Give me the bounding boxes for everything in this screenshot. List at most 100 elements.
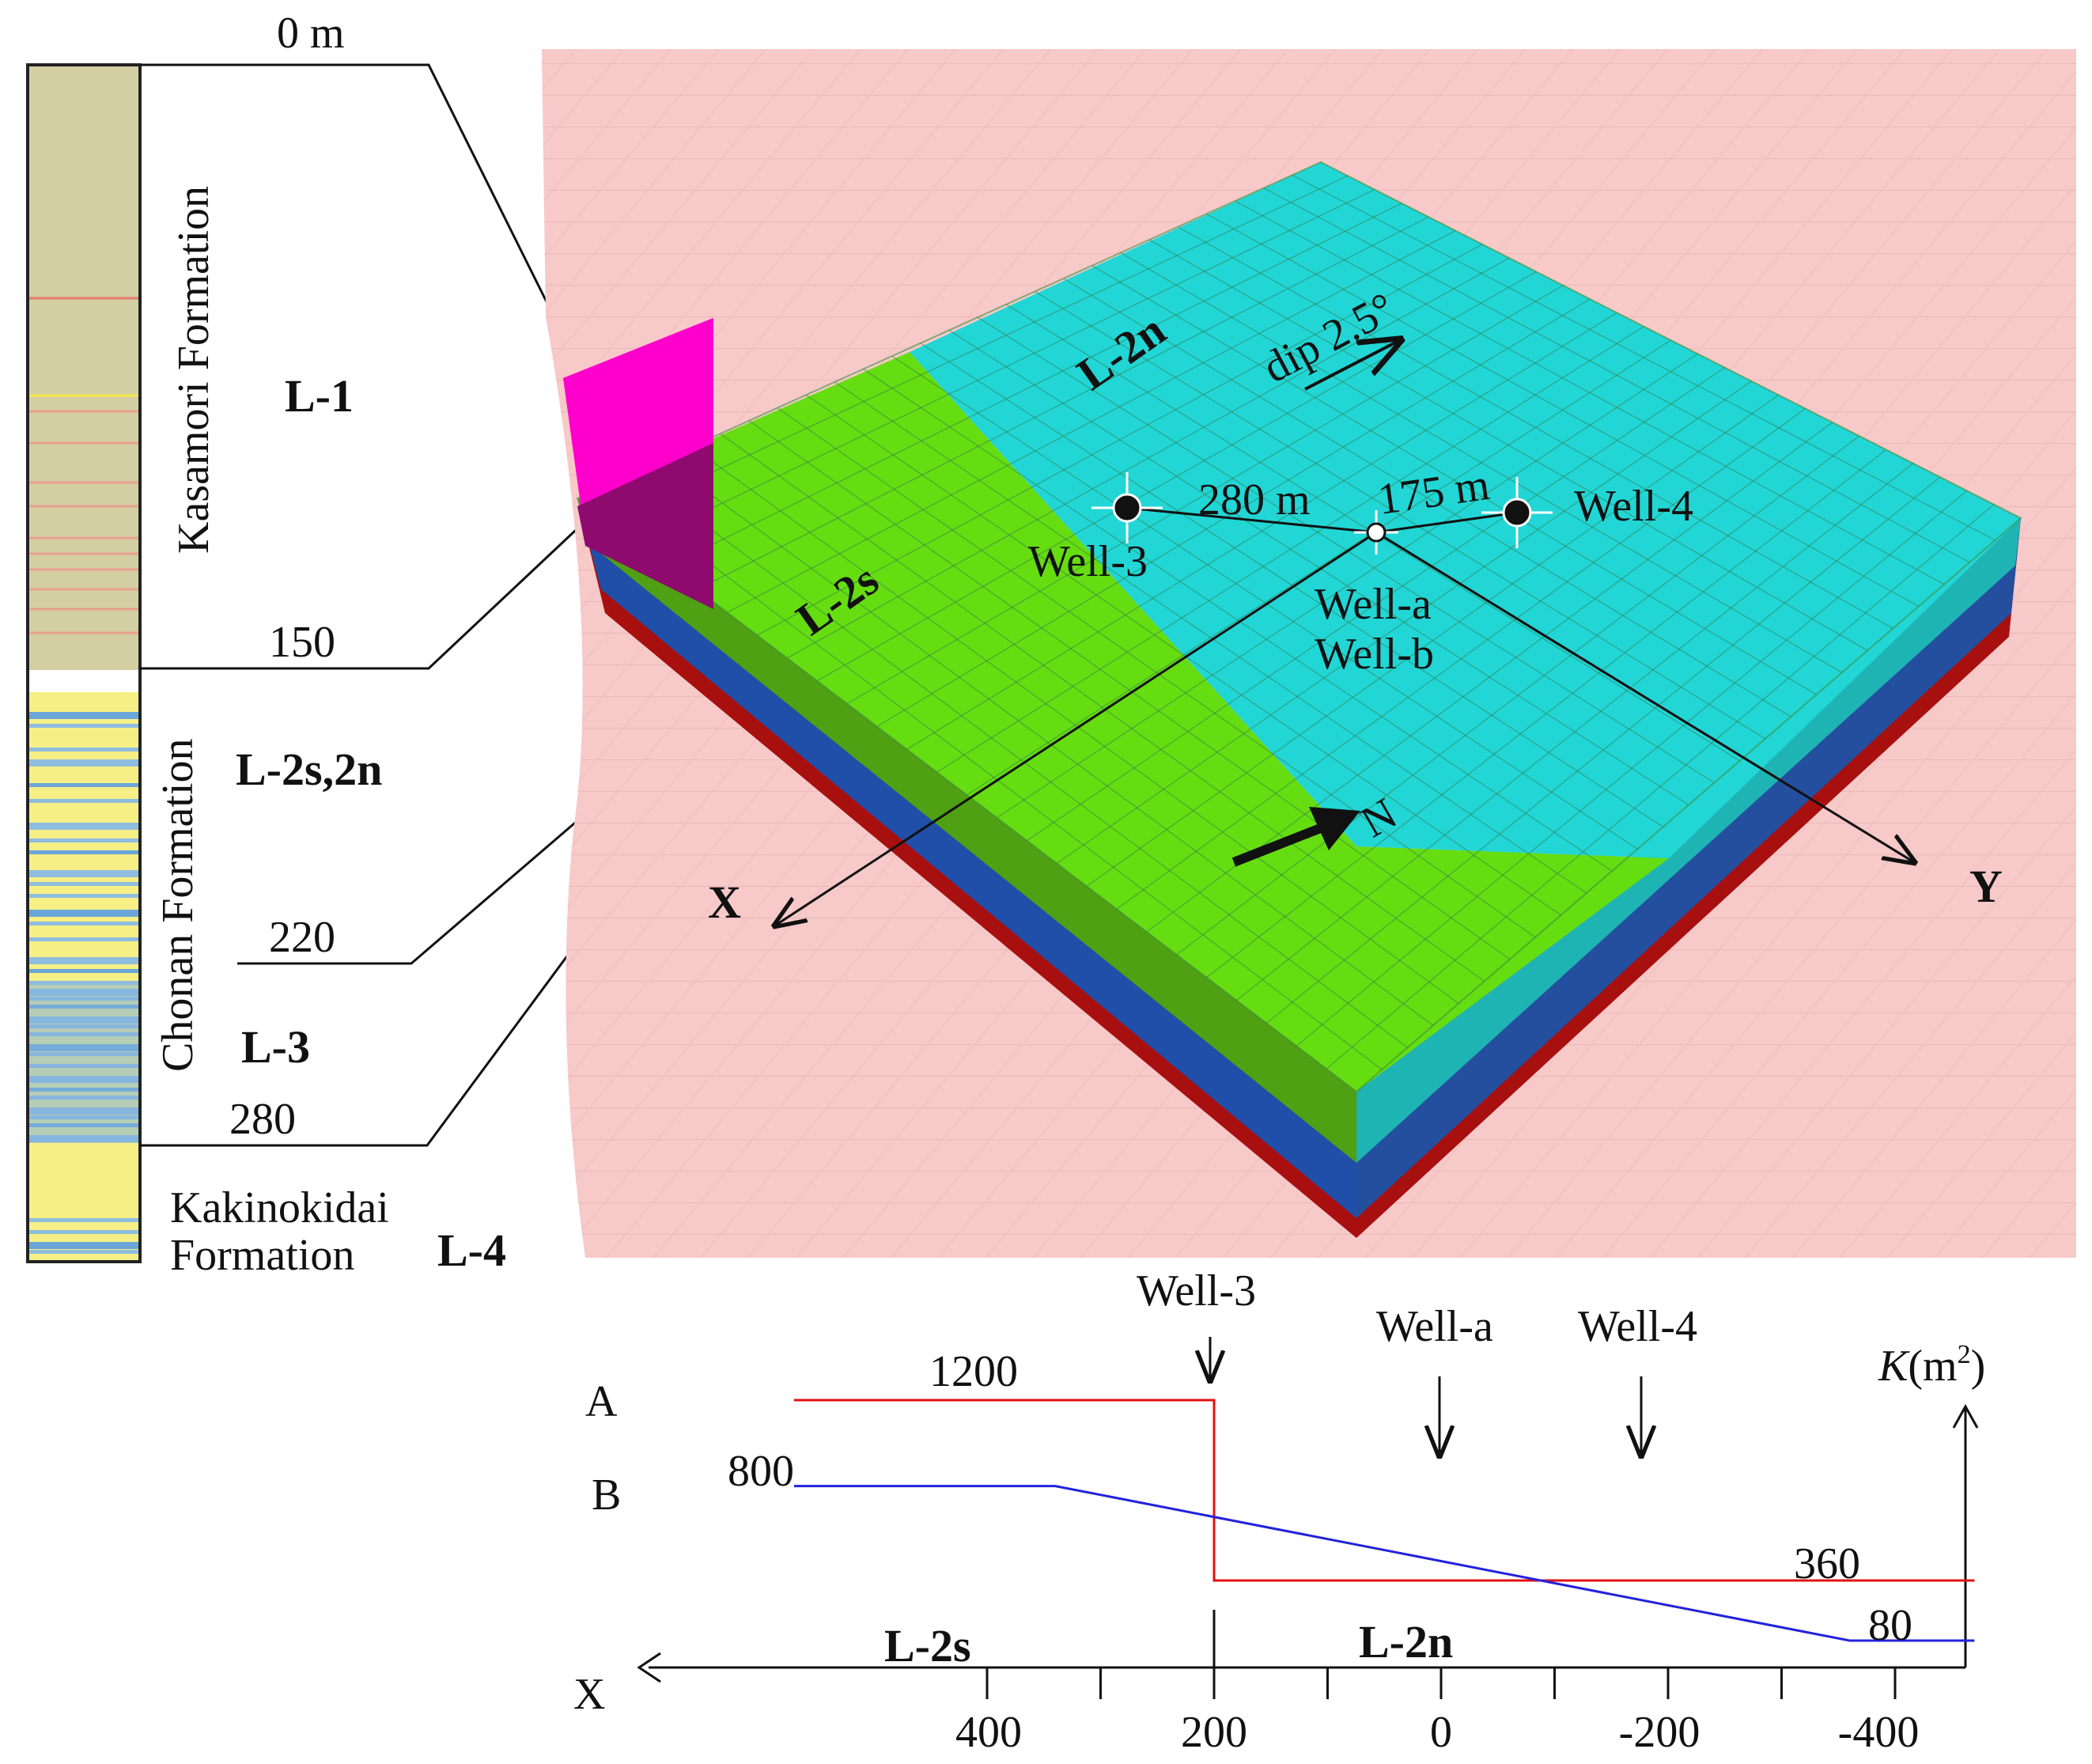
- grid-line: [1326, 504, 1995, 1069]
- profile-ticks: [985, 1667, 1897, 1699]
- chonan-stripe: [28, 783, 140, 787]
- grid-line: [1292, 174, 1996, 541]
- curve-a-value-360: 360: [1794, 1539, 1860, 1588]
- chonan-stripe: [28, 823, 140, 830]
- y-axis-label-3d: Y: [1969, 861, 2003, 912]
- profile-well-a: Well-a: [1376, 1302, 1493, 1351]
- formation-kasamori: Kasamori Formation: [169, 186, 218, 554]
- l1-wall-shade: [577, 443, 713, 609]
- top-grid: [605, 174, 1996, 1070]
- grid-line: [637, 188, 1375, 545]
- tick-label-0: 0: [1430, 1708, 1452, 1757]
- grid-line: [834, 381, 1587, 894]
- grid-line: [605, 485, 1383, 1070]
- grid-line: [948, 329, 1689, 806]
- dip-arrow: [1304, 340, 1400, 391]
- grid-line: [1263, 187, 1970, 563]
- grid-line: [607, 175, 1349, 522]
- profile-zone-l2n: L-2n: [1359, 1616, 1453, 1667]
- chonan-stripe: [28, 910, 140, 917]
- grid-line: [691, 446, 1459, 1005]
- well-b-label: Well-b: [1315, 630, 1434, 679]
- chonan-stripe: [28, 937, 140, 941]
- grid-line: [1035, 290, 1766, 740]
- grid-line: [996, 353, 1698, 819]
- grid-line: [1235, 200, 1945, 585]
- y-label-close: ): [1971, 1342, 1986, 1391]
- zone-l2n-top: [910, 162, 2021, 858]
- grid-line: [977, 316, 1715, 784]
- y-label-k: K: [1878, 1342, 1910, 1391]
- distance-280: 280 m: [1198, 475, 1311, 524]
- y-label-sup: 2: [1958, 1340, 1971, 1369]
- y-axis-arrow: [1375, 531, 1914, 862]
- curve-b: [794, 1485, 1975, 1642]
- curve-a: [794, 1399, 1975, 1582]
- grid-line: [891, 355, 1638, 850]
- grid-line: [786, 257, 1510, 659]
- grid-line: [1176, 435, 1860, 956]
- grid-line: [1056, 380, 1753, 865]
- chonan-stripe: [28, 957, 140, 964]
- well-4-marker: [1481, 477, 1553, 548]
- well-marker-arrows: [1210, 1337, 1641, 1455]
- north-arrow: [1231, 807, 1360, 867]
- layer-label-l1: L-1: [285, 370, 354, 422]
- chonan-stripe: [28, 1218, 140, 1222]
- x-axis-label-3d: X: [708, 876, 741, 928]
- profile-x-label: X: [573, 1670, 605, 1719]
- chonan-stripe: [28, 850, 140, 854]
- grid-line: [1086, 394, 1780, 887]
- grid-line: [1063, 278, 1791, 717]
- curve-b-value-80: 80: [1868, 1601, 1912, 1650]
- chonan-stripe: [28, 748, 140, 751]
- y-label-unit: (m: [1908, 1342, 1957, 1391]
- formation-chonan: Chonan Formation: [153, 738, 202, 1072]
- chonan-stripe: [28, 969, 140, 973]
- grid-line: [1206, 449, 1887, 979]
- chonan-stripe: [28, 981, 140, 985]
- grid-line: [1148, 239, 1868, 651]
- chonan-stripe: [28, 1230, 140, 1234]
- chonan-stripe: [28, 1242, 140, 1249]
- chonan-stripe: [28, 870, 140, 877]
- grid-line: [816, 271, 1537, 682]
- profile-zone-l2s: L-2s: [884, 1620, 971, 1671]
- depth-label-280: 280: [229, 1095, 296, 1144]
- curve-a-value-1200: 1200: [929, 1347, 1018, 1396]
- model-3d: 280 m 175 m Well-3 Well-4 Well-a Well-b …: [542, 49, 2076, 1258]
- grid-line: [697, 216, 1429, 591]
- grid-line: [667, 203, 1402, 568]
- depth-label-220: 220: [269, 913, 335, 962]
- chonan-stripe: [28, 894, 140, 898]
- grid-line: [967, 339, 1671, 796]
- l1-wall-face: [563, 318, 713, 455]
- chonan-stripe: [28, 838, 140, 842]
- zone-l2s-top: [577, 352, 1669, 1092]
- stratigraphic-column: [26, 63, 142, 1263]
- curve-a-label: A: [585, 1377, 618, 1426]
- chonan-stripe: [28, 922, 140, 926]
- profile-x-arrowhead: [637, 1652, 661, 1683]
- chonan-fill: [28, 692, 140, 1262]
- chonan-stripes: [28, 712, 140, 1254]
- tick-label-minus-200: -200: [1619, 1708, 1700, 1757]
- kasamori-fill: [28, 65, 140, 670]
- grid-line: [1177, 226, 1893, 630]
- profile-well-3: Well-3: [1137, 1266, 1256, 1315]
- l2n-side-right: [1356, 518, 2021, 1163]
- tick-label-200: 200: [1181, 1708, 1247, 1757]
- chonan-stripe: [28, 724, 140, 728]
- grid-line: [1265, 476, 1941, 1024]
- kasamori-streaks: [28, 297, 140, 634]
- column-frame: [26, 63, 142, 1263]
- grid-line: [906, 312, 1617, 750]
- grid-line: [777, 407, 1536, 938]
- grid-line: [756, 244, 1483, 636]
- grid-line: [634, 471, 1409, 1048]
- profile-y-label: K(m2): [1878, 1340, 1985, 1391]
- grid-line: [1091, 265, 1817, 695]
- grid-line: [720, 433, 1485, 982]
- grid-line: [1296, 490, 1968, 1047]
- grid-line: [863, 368, 1613, 872]
